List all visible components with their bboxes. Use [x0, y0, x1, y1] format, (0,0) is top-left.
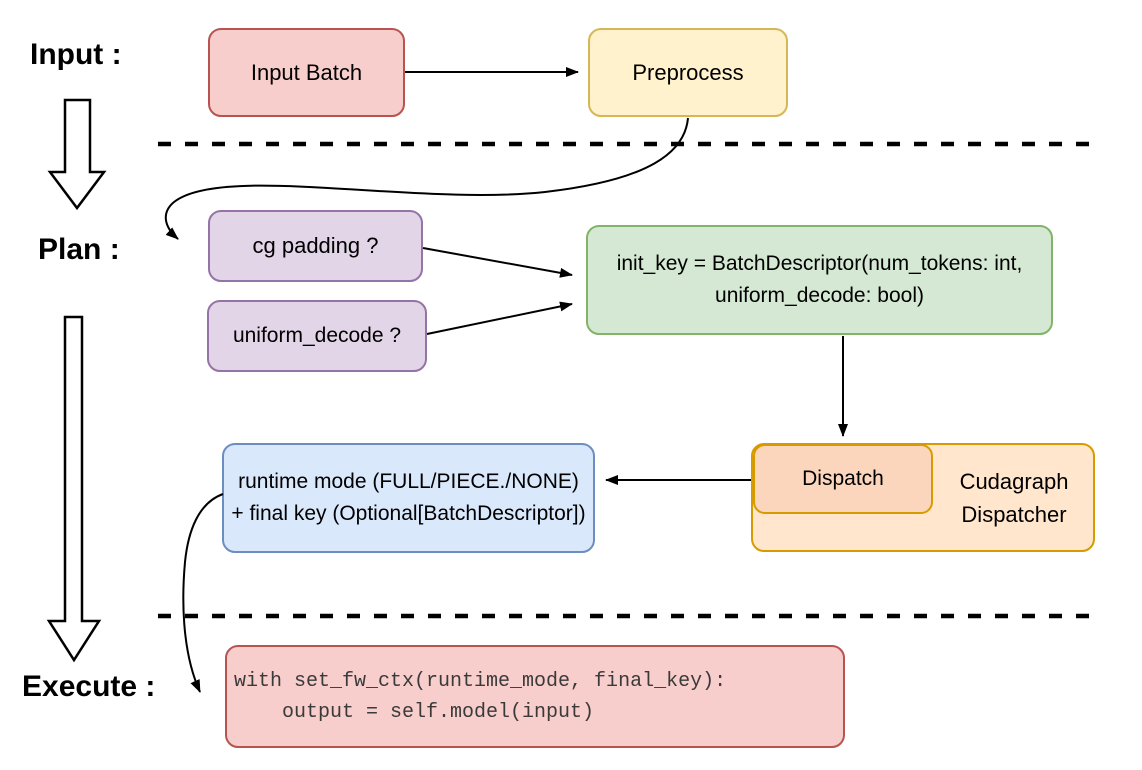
node-cg-padding: cg padding ? — [208, 210, 423, 282]
phase-label-plan: Plan : — [38, 233, 120, 266]
node-input-batch: Input Batch — [208, 28, 405, 117]
phase-label-execute: Execute : — [22, 670, 156, 703]
node-runtime-mode-line2: + final key (Optional[BatchDescriptor]) — [231, 502, 586, 525]
node-init-key: init_key = BatchDescriptor(num_tokens: i… — [586, 225, 1053, 335]
cudagraph-label-line1: Cudagraph — [959, 468, 1069, 494]
node-uniform-decode-label: uniform_decode ? — [232, 324, 402, 347]
node-dispatch: Dispatch — [753, 444, 933, 514]
node-runtime-mode-line1: runtime mode (FULL/PIECE./NONE) — [238, 470, 579, 493]
node-input-batch-label: Input Batch — [250, 59, 363, 85]
phase-label-input: Input : — [30, 38, 122, 71]
node-preprocess: Preprocess — [588, 28, 788, 117]
execute-code-line1: with set_fw_ctx(runtime_mode, final_key)… — [234, 669, 727, 693]
input-phase-flow-arrow — [47, 98, 107, 211]
plan-phase-flow-arrow — [46, 315, 102, 663]
node-preprocess-label: Preprocess — [632, 59, 744, 85]
node-cg-padding-label: cg padding ? — [252, 233, 379, 258]
execute-code-line2: output = self.model(input) — [234, 700, 595, 724]
node-init-key-line1: init_key = BatchDescriptor(num_tokens: i… — [616, 252, 1023, 275]
node-init-key-line2: uniform_decode: bool) — [715, 284, 924, 307]
node-execute-code: with set_fw_ctx(runtime_mode, final_key)… — [225, 645, 845, 748]
node-cudagraph-dispatcher-label: Cudagraph Dispatcher — [933, 443, 1095, 552]
edge-uniform-decode-to-init-key — [426, 301, 573, 335]
node-uniform-decode: uniform_decode ? — [207, 300, 427, 372]
edge-runtime-mode-to-execute-code — [182, 493, 224, 693]
cudagraph-label-line2: Dispatcher — [961, 501, 1067, 527]
node-runtime-mode: runtime mode (FULL/PIECE./NONE) + final … — [222, 443, 595, 553]
edge-cg-padding-to-init-key — [422, 247, 573, 278]
node-dispatch-label: Dispatch — [802, 467, 884, 490]
